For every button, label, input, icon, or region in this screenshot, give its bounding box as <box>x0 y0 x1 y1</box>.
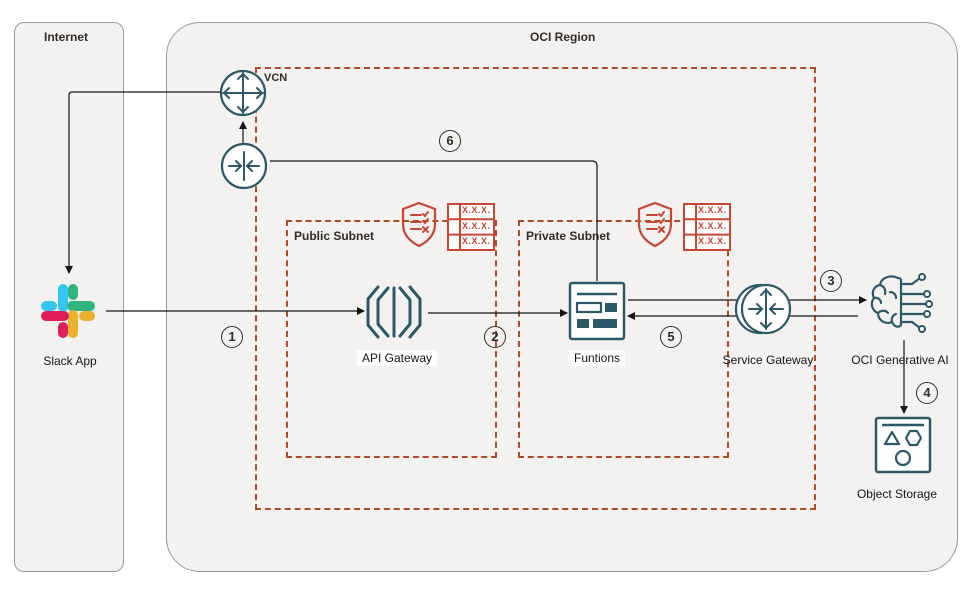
functions-label: Funtions <box>568 350 626 366</box>
api-gateway-label: API Gateway <box>356 350 438 366</box>
public-subnet-label: Public Subnet <box>292 229 377 243</box>
security-list-row-3: X.X.X. <box>462 236 491 246</box>
vcn-boundary <box>255 67 816 510</box>
internet-zone-title: Internet <box>44 30 89 44</box>
step-5-marker: 5 <box>660 326 682 348</box>
connector-functions-to-igw <box>270 160 598 281</box>
security-list-row-1: X.X.X. <box>698 205 727 215</box>
step-6-marker: 6 <box>439 130 461 152</box>
slack-app-label: Slack App <box>43 354 97 368</box>
step-2-marker: 2 <box>484 326 506 348</box>
generative-ai-label: OCI Generative AI <box>851 353 949 367</box>
security-shield-icon <box>637 201 673 248</box>
object-storage-label: Object Storage <box>856 487 938 501</box>
step-1-marker: 1 <box>221 326 243 348</box>
security-list-row-2: X.X.X. <box>698 221 727 231</box>
service-gateway-label: Service Gateway <box>722 353 814 367</box>
object-storage-icon <box>874 416 932 474</box>
oci-region-zone <box>166 22 958 572</box>
security-list-row-2: X.X.X. <box>462 221 491 231</box>
security-list-table-icon: X.X.X. X.X.X. X.X.X. <box>447 203 495 251</box>
generative-ai-brain-icon <box>870 273 933 333</box>
step-4-marker: 4 <box>916 382 938 404</box>
api-gateway-icon <box>366 285 422 339</box>
router-icon <box>219 69 267 117</box>
connector-router-to-slack <box>65 91 222 274</box>
internet-gateway-icon <box>220 142 268 190</box>
oci-region-title: OCI Region <box>530 30 596 44</box>
functions-icon <box>568 281 626 341</box>
security-list-table-icon: X.X.X. X.X.X. X.X.X. <box>683 203 731 251</box>
security-list-row-3: X.X.X. <box>698 236 727 246</box>
step-3-marker: 3 <box>820 270 842 292</box>
private-subnet-boundary <box>518 220 729 458</box>
vcn-label: VCN <box>264 72 288 84</box>
service-gateway-icon <box>734 283 792 335</box>
slack-logo-icon <box>41 284 95 338</box>
security-shield-icon <box>401 201 437 248</box>
security-list-row-1: X.X.X. <box>462 205 491 215</box>
private-subnet-label: Private Subnet <box>524 229 613 243</box>
